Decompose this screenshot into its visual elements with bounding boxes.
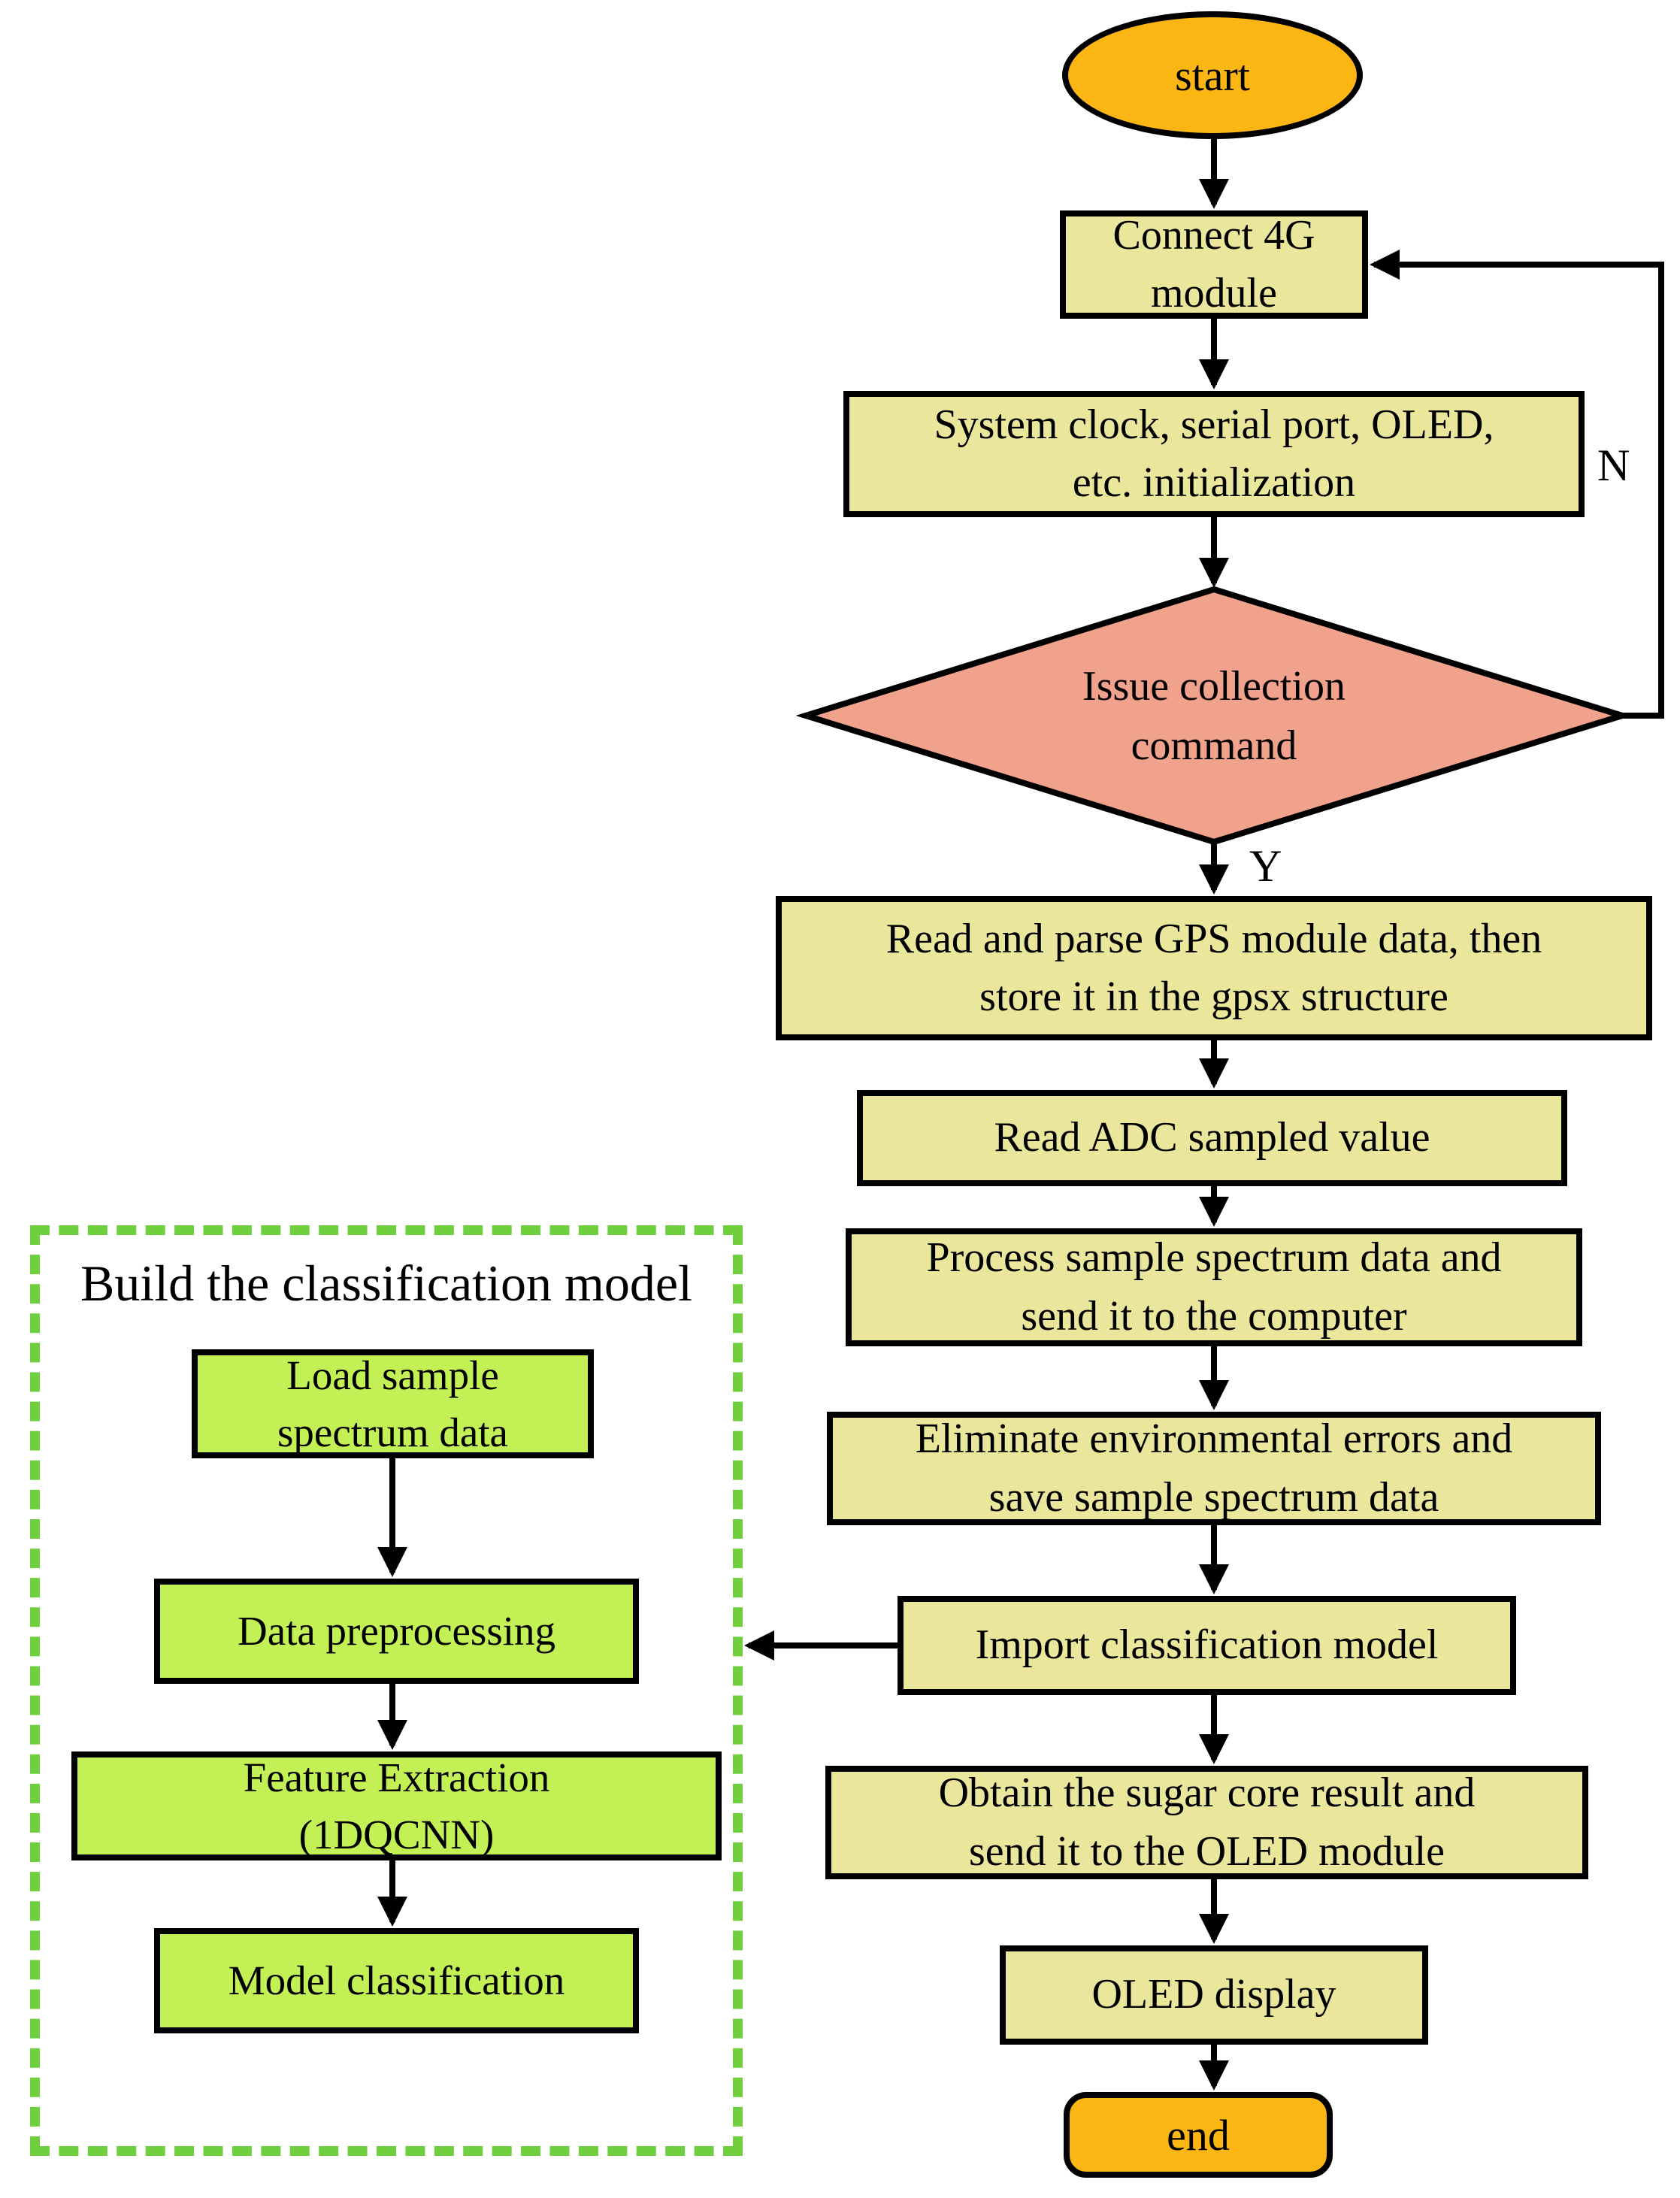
node-read-adc-value: Read ADC sampled value [857, 1090, 1567, 1186]
node-system-initialization: System clock, serial port, OLED, etc. in… [843, 391, 1585, 517]
node-text-line: Model classification [228, 1957, 565, 2004]
node-text-line: Read ADC sampled value [994, 1114, 1430, 1161]
label-branch-yes: Y [1249, 841, 1282, 891]
node-text-line: store it in the gpsx structure [979, 973, 1448, 1020]
node-text-line: save sample spectrum data [988, 1473, 1439, 1521]
node-oled-display: OLED display [1000, 1945, 1428, 2045]
arrow-decision-no-loop [1370, 250, 1664, 719]
node-text-line: Data preprocessing [237, 1608, 556, 1655]
node-text-line: send it to the computer [1021, 1292, 1407, 1340]
node-text-line: Process sample spectrum data and [926, 1234, 1502, 1282]
panel-title: Build the classification model [80, 1255, 692, 1312]
node-read-parse-gps: Read and parse GPS module data, then sto… [776, 896, 1652, 1040]
node-text-line: spectrum data [277, 1409, 508, 1455]
node-text-line: Eliminate environmental errors and [915, 1415, 1513, 1463]
node-text-line: etc. initialization [1072, 459, 1356, 506]
node-text-line: Feature Extraction [243, 1754, 550, 1800]
node-eliminate-errors: Eliminate environmental errors and save … [827, 1412, 1601, 1525]
node-text-line: send it to the OLED module [968, 1827, 1445, 1875]
node-load-sample-data: Load sample spectrum data [192, 1349, 594, 1458]
node-text-line: Connect 4G [1112, 211, 1315, 259]
node-text-line: command [1131, 722, 1297, 769]
node-feature-extraction: Feature Extraction (1DQCNN) [71, 1751, 722, 1860]
node-text-line: Issue collection [1082, 663, 1346, 710]
node-end: end [1064, 2092, 1333, 2178]
node-text-line: start [1175, 50, 1250, 100]
node-text-line: Import classification model [975, 1621, 1439, 1669]
node-text-line: (1DQCNN) [298, 1811, 495, 1857]
node-import-classification-model: Import classification model [898, 1596, 1516, 1695]
node-model-classification: Model classification [154, 1928, 639, 2033]
decision-diamond-shape [795, 586, 1633, 846]
node-process-spectrum-data: Process sample spectrum data and send it… [846, 1228, 1582, 1346]
node-text-line: System clock, serial port, OLED, [934, 401, 1494, 448]
node-connect-4g-module: Connect 4G module [1060, 210, 1368, 319]
decision-issue-collection-command: Issue collection command [1026, 646, 1402, 786]
label-branch-no: N [1597, 441, 1630, 490]
node-text-line: Load sample [286, 1352, 499, 1398]
node-obtain-sugar-result: Obtain the sugar core result and send it… [825, 1766, 1588, 1879]
node-text-line: OLED display [1091, 1971, 1336, 2018]
node-text-line: Obtain the sugar core result and [938, 1770, 1476, 1817]
node-start: start [1062, 11, 1363, 139]
panel-build-classification-model [30, 1225, 743, 2156]
node-data-preprocessing: Data preprocessing [154, 1579, 639, 1684]
node-text-line: Read and parse GPS module data, then [885, 915, 1542, 962]
node-text-line: module [1151, 270, 1277, 316]
node-text-line: end [1167, 2110, 1230, 2160]
